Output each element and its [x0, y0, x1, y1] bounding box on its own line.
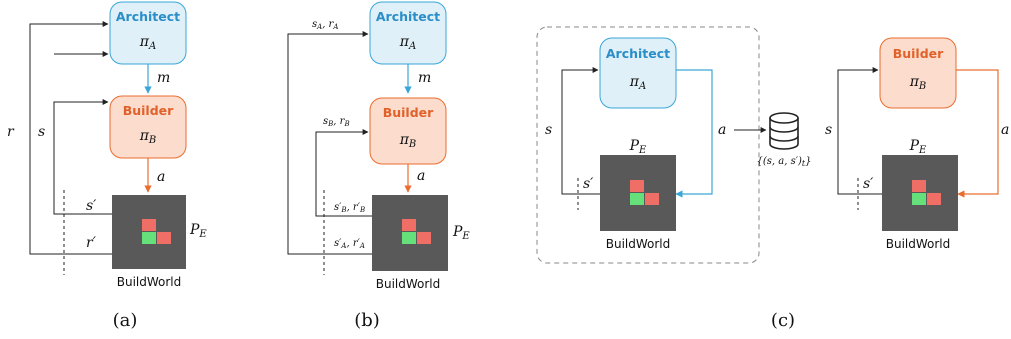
- state-label: s: [38, 124, 45, 140]
- caption-a: (a): [113, 310, 138, 331]
- dataset-label: {(s, a, s′)t}: [757, 156, 812, 168]
- action-label: a: [1001, 122, 1009, 138]
- architect-box-a: Architect πA: [109, 1, 187, 65]
- state-feedback: [837, 67, 882, 195]
- env-label: PE: [452, 224, 470, 242]
- architect-training-frame: [536, 26, 760, 264]
- state-feedback-builder: [53, 99, 112, 215]
- message-label: m: [418, 70, 431, 86]
- action-label: a: [157, 169, 165, 185]
- buildworld-grid-c2: [882, 155, 958, 231]
- next-reward-label: r′: [86, 235, 97, 251]
- action-label: a: [417, 168, 425, 184]
- builder-box-b: Builder πB: [369, 97, 447, 165]
- architect-box-c: Architect πA: [599, 37, 677, 109]
- world-label: BuildWorld: [886, 237, 951, 251]
- architect-next-state-reward: s′A, r′A: [334, 238, 365, 250]
- database-icon: [769, 112, 799, 150]
- architect-box-b: Architect πA: [369, 1, 447, 65]
- reward-label: r: [7, 124, 15, 140]
- builder-box-c: Builder πB: [879, 37, 957, 109]
- builder-box-a: Builder πB: [109, 95, 187, 159]
- buildworld-grid-c1: [600, 155, 676, 231]
- env-label: PE: [629, 138, 647, 156]
- panel-c: Architect πA a PE BuildWorld s′ s {(s, a…: [536, 26, 1009, 331]
- architect-title: Architect: [606, 46, 670, 61]
- panel-b: Architect πA m Builder πB a PE BuildWorl…: [287, 1, 470, 331]
- architect-title: Architect: [116, 9, 180, 24]
- architect-action-arrow: [675, 69, 713, 198]
- builder-feedback: [315, 129, 372, 217]
- buildworld-grid-a: [112, 195, 186, 269]
- architect-title: Architect: [376, 9, 440, 24]
- message-label: m: [157, 70, 170, 86]
- builder-action-arrow: [956, 69, 999, 198]
- state-label: s: [545, 122, 552, 138]
- env-label: PE: [189, 222, 207, 240]
- env-label: PE: [909, 138, 927, 156]
- architect-state-reward: sA, rA: [312, 19, 338, 31]
- builder-next-state-reward: s′B, r′B: [334, 202, 365, 214]
- caption-c: (c): [771, 310, 795, 331]
- architect-feedback: [287, 31, 372, 255]
- world-label: BuildWorld: [376, 277, 441, 291]
- reward-feedback: [29, 21, 112, 255]
- state-label: s: [825, 122, 832, 138]
- builder-state-reward: sB, rB: [323, 116, 350, 128]
- next-state-label: s′: [583, 176, 594, 192]
- next-state-label: s′: [863, 176, 874, 192]
- world-label: BuildWorld: [606, 237, 671, 251]
- caption-b: (b): [354, 310, 380, 331]
- builder-title: Builder: [383, 105, 434, 120]
- next-state-label: s′: [86, 198, 97, 214]
- action-label: a: [718, 122, 726, 138]
- world-label: BuildWorld: [117, 275, 182, 289]
- panel-a: Architect πA m Builder πB a PE BuildWorl…: [7, 1, 207, 331]
- state-feedback: [561, 67, 600, 195]
- builder-title: Builder: [123, 103, 174, 118]
- builder-title: Builder: [893, 46, 944, 61]
- buildworld-grid-b: [372, 195, 448, 271]
